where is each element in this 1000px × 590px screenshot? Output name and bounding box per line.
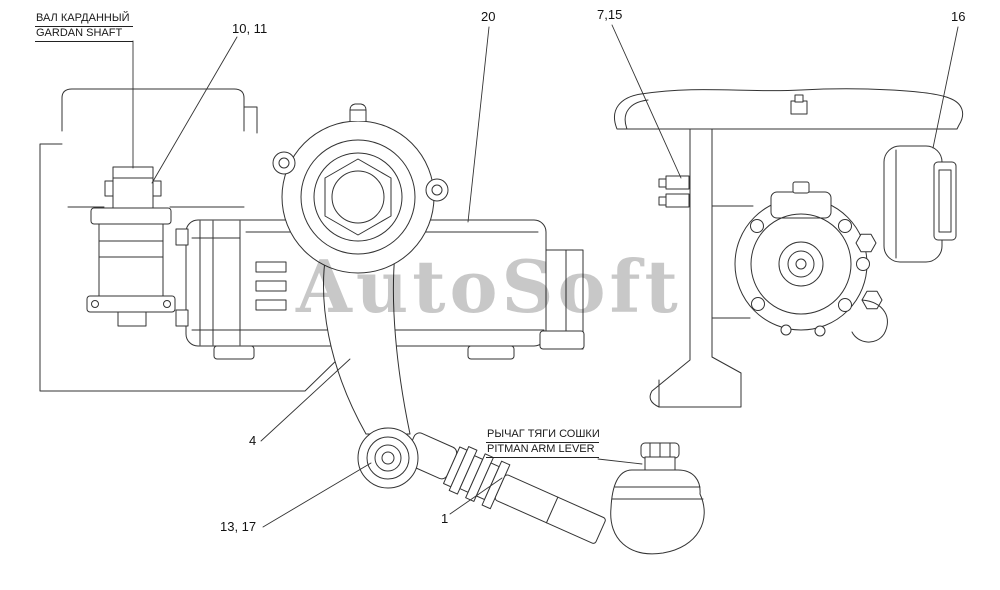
callout-4: 4: [249, 433, 257, 448]
leader-lines: [132, 24, 959, 528]
callout-20: 20: [481, 9, 496, 24]
power-steering-pump: [734, 181, 888, 343]
callout-10-11: 10, 11: [232, 21, 268, 36]
pump-reservoir: [883, 145, 957, 263]
callout-16: 16: [951, 9, 966, 24]
tie-rod-end: [610, 442, 705, 555]
mounting-plate: [39, 143, 584, 392]
steering-gear-flange: [272, 103, 449, 274]
label-gardan-shaft: ВАЛ КАРДАННЫЙ GARDAN SHAFT: [35, 12, 133, 42]
label-gardan-shaft-en: GARDAN SHAFT: [35, 27, 133, 42]
label-pitman-arm-lever-en: PITMAN ARM LEVER: [486, 443, 599, 458]
universal-joint: [86, 166, 176, 327]
callout-13-17: 13, 17: [220, 519, 257, 534]
callout-7-15: 7,15: [597, 7, 623, 22]
pitman-arm-ball-joint: [357, 427, 419, 489]
drag-link: [404, 432, 606, 544]
label-pitman-arm-lever-ru: РЫЧАГ ТЯГИ СОШКИ: [486, 428, 600, 443]
frame-rail: [61, 88, 258, 134]
watermark-autosoft: AutoSoft: [296, 244, 682, 329]
label-gardan-shaft-ru: ВАЛ КАРДАННЫЙ: [35, 12, 133, 27]
cab-mounting-bracket: [614, 88, 964, 408]
callout-1: 1: [441, 511, 449, 526]
label-pitman-arm-lever: РЫЧАГ ТЯГИ СОШКИ PITMAN ARM LEVER: [486, 428, 600, 458]
